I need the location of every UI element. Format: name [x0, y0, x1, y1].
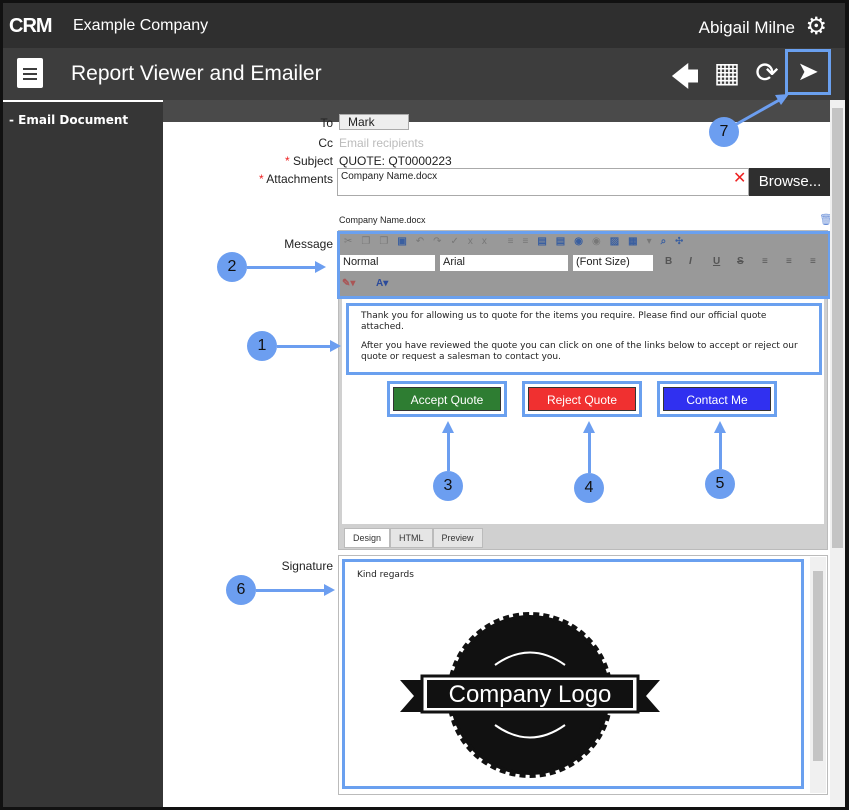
bold-button[interactable]: B — [665, 256, 673, 267]
subject-label-text: Subject — [292, 154, 333, 168]
message-paragraph: After you have reviewed the quote you ca… — [361, 341, 798, 362]
page-scrollbar[interactable] — [830, 100, 845, 807]
annotation-badge: 2 — [217, 252, 247, 282]
annotation-arrow — [247, 266, 317, 269]
underline-button[interactable]: U — [713, 256, 721, 267]
clear-attachment-icon[interactable]: ✕ — [733, 170, 747, 187]
annotation-badge: 7 — [709, 117, 739, 147]
refresh-icon[interactable]: ⟳ — [755, 56, 779, 89]
signature-body[interactable]: Kind regards Company Logo — [342, 559, 804, 789]
company-name: Example Company — [73, 17, 209, 34]
font-select[interactable]: Arial — [440, 255, 568, 271]
annotation-badge: 4 — [574, 473, 604, 503]
annotation-arrow — [588, 431, 591, 473]
browse-button[interactable]: Browse... — [749, 168, 831, 196]
annotation-badge: 5 — [705, 469, 735, 499]
contact-me-button-frame: Contact Me — [657, 381, 777, 417]
highlight-color-icon[interactable]: ✎▾ — [342, 278, 356, 289]
accept-quote-button[interactable]: Accept Quote — [393, 387, 501, 411]
style-select[interactable]: Normal — [340, 255, 435, 271]
attached-file-name: Company Name.docx — [339, 215, 426, 225]
crm-logo: CRM — [9, 15, 53, 37]
annotation-badge: 6 — [226, 575, 256, 605]
annotation-arrow — [256, 589, 326, 592]
message-body[interactable]: Thank you for allowing us to quote for t… — [346, 303, 822, 375]
annotation-badge: 1 — [247, 331, 277, 361]
attachments-label-text: Attachments — [266, 172, 333, 186]
cc-input[interactable]: Email recipients — [339, 136, 424, 150]
align-left-icon[interactable]: ≡ — [762, 256, 768, 267]
tab-html[interactable]: HTML — [390, 528, 433, 548]
email-form: To Mark Cc Email recipients * Subject QU… — [163, 114, 833, 807]
back-arrow-icon[interactable]: 🡄 — [670, 60, 700, 93]
cc-label: Cc — [318, 136, 333, 150]
align-center-icon[interactable]: ≡ — [786, 256, 792, 267]
document-icon — [17, 58, 43, 88]
tab-design[interactable]: Design — [344, 528, 391, 548]
section-header — [163, 100, 833, 122]
building-icon[interactable]: ▦ — [713, 56, 741, 89]
signature-text: Kind regards — [357, 570, 414, 580]
annotation-badge: 3 — [433, 471, 463, 501]
page-title: Report Viewer and Emailer — [71, 62, 322, 85]
required-mark: * — [284, 154, 290, 168]
align-right-icon[interactable]: ≡ — [810, 256, 816, 267]
required-mark: * — [258, 172, 264, 186]
attachment-input[interactable]: Company Name.docx — [337, 168, 749, 196]
font-color-icon[interactable]: A▾ — [376, 278, 389, 289]
contact-me-button[interactable]: Contact Me — [663, 387, 771, 411]
strike-button[interactable]: S — [737, 256, 744, 267]
annotation-arrow — [447, 431, 450, 471]
annotation-arrow — [719, 431, 722, 469]
attachments-label: * Attachments — [259, 172, 333, 186]
collapse-icon: - — [9, 113, 14, 127]
to-label: To — [320, 116, 333, 130]
sidebar-item-label: Email Document — [18, 113, 129, 127]
send-icon[interactable]: ➤ — [785, 49, 831, 95]
svg-text:Company Logo: Company Logo — [449, 681, 612, 708]
page-toolbar: Report Viewer and Emailer 🡄 ▦ ⟳ ➤ — [3, 48, 845, 100]
message-paragraph: Thank you for allowing us to quote for t… — [361, 311, 767, 332]
signature-editor[interactable]: Kind regards Company Logo — [338, 555, 828, 795]
gear-icon[interactable]: ⚙ — [805, 12, 827, 40]
trash-icon[interactable]: 🗑 — [819, 214, 833, 226]
signature-scrollbar[interactable] — [810, 557, 826, 793]
italic-button[interactable]: I — [689, 256, 692, 267]
editor-toolbar: ✂❐❐▣↶↷✓xx ≡≡▤▤◉◉▨▦▾⌕✣ Normal Arial (Font… — [337, 231, 831, 299]
annotation-arrow — [734, 94, 789, 127]
tab-preview[interactable]: Preview — [432, 528, 483, 548]
accept-quote-button-frame: Accept Quote — [387, 381, 507, 417]
editor-tool-icons[interactable]: ✂❐❐▣↶↷✓xx ≡≡▤▤◉◉▨▦▾⌕✣ — [344, 236, 693, 247]
company-logo: Company Logo — [400, 612, 660, 778]
reject-quote-button-frame: Reject Quote — [522, 381, 642, 417]
signature-label: Signature — [281, 559, 333, 573]
sidebar: - Email Document — [3, 100, 163, 807]
annotation-arrow — [277, 345, 332, 348]
message-label: Message — [284, 237, 333, 251]
to-select[interactable]: Mark — [339, 114, 409, 130]
user-name[interactable]: Abigail Milne — [698, 18, 795, 37]
reject-quote-button[interactable]: Reject Quote — [528, 387, 636, 411]
font-size-select[interactable]: (Font Size) — [573, 255, 653, 271]
subject-label: * Subject — [285, 154, 333, 168]
subject-input[interactable]: QUOTE: QT0000223 — [339, 154, 452, 168]
top-bar: CRM Example Company Abigail Milne ⚙ — [3, 3, 845, 48]
sidebar-item-email-document[interactable]: - Email Document — [3, 102, 163, 138]
